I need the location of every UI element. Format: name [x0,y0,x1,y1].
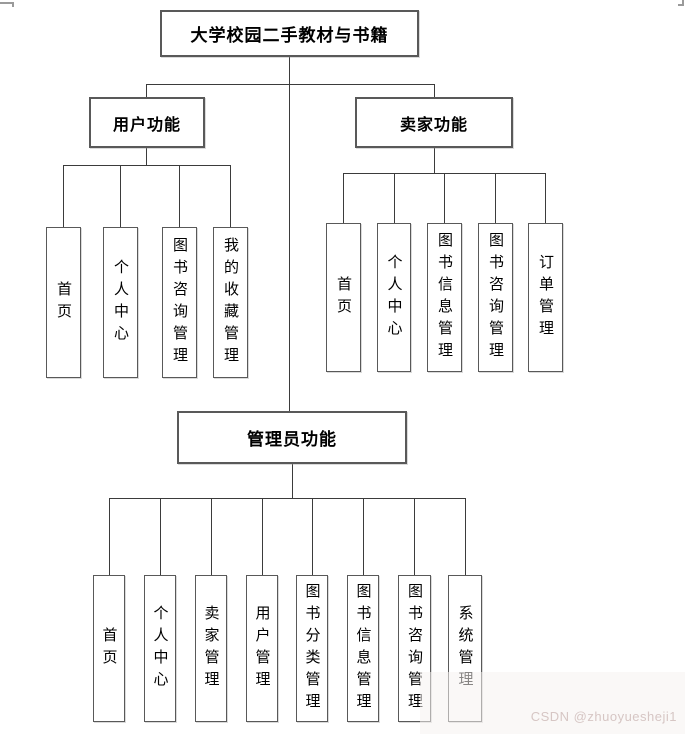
node-admin-functions: 管理员功能 [177,411,407,464]
connector-line [109,498,465,499]
connector-line [465,498,466,575]
connector-line [289,57,290,411]
corner-mark-top-left [0,2,14,4]
user-leaf-personal-center: 个人中心 [103,227,138,378]
csdn-watermark: CSDN @zhuoyuesheji1 [530,709,677,724]
seller-leaf-book-info-mgmt: 图书信息管理 [427,223,462,372]
admin-leaf-system-mgmt-label: 系统管理 [456,604,474,693]
connector-line [312,498,313,575]
admin-leaf-home-label: 首页 [100,626,118,671]
admin-leaf-personal-center-label: 个人中心 [151,604,169,693]
connector-line [146,84,435,85]
admin-leaf-seller-mgmt: 卖家管理 [195,575,227,722]
admin-leaf-book-consult-mgmt: 图书咨询管理 [398,575,431,722]
seller-leaf-home: 首页 [326,223,361,372]
connector-line [545,173,546,223]
connector-line [160,498,161,575]
node-root-label: 大学校园二手教材与书籍 [190,26,389,45]
user-leaf-book-consult-mgmt-label: 图书咨询管理 [171,236,188,369]
connector-line [444,173,445,223]
admin-leaf-user-mgmt: 用户管理 [246,575,278,722]
admin-leaf-system-mgmt: 系统管理 [448,575,482,722]
connector-line [292,464,293,498]
seller-leaf-order-mgmt: 订单管理 [528,223,563,372]
node-admin-functions-label: 管理员功能 [247,430,337,449]
connector-line [230,165,231,227]
admin-leaf-book-info-mgmt-label: 图书信息管理 [354,582,372,715]
connector-line [63,165,64,227]
user-leaf-favorites-mgmt: 我的收藏管理 [213,227,248,378]
connector-line [414,498,415,575]
user-leaf-home: 首页 [46,227,81,378]
node-seller-functions-label: 卖家功能 [399,116,468,134]
node-root: 大学校园二手教材与书籍 [160,10,419,57]
admin-leaf-personal-center: 个人中心 [144,575,176,722]
seller-leaf-personal-center-label: 个人中心 [385,253,403,342]
admin-leaf-book-consult-mgmt-label: 图书咨询管理 [406,582,423,715]
connector-line [343,173,344,223]
admin-leaf-book-category-mgmt: 图书分类管理 [296,575,328,722]
user-leaf-book-consult-mgmt: 图书咨询管理 [162,227,197,378]
connector-line [146,84,147,97]
admin-leaf-home: 首页 [93,575,125,722]
connector-line [120,165,121,227]
connector-line [262,498,263,575]
connector-line [63,165,231,166]
corner-mark-top-left-tick [12,2,14,7]
user-leaf-favorites-mgmt-label: 我的收藏管理 [222,236,239,369]
admin-leaf-book-category-mgmt-label: 图书分类管理 [303,582,321,715]
seller-leaf-order-mgmt-label: 订单管理 [537,253,554,342]
seller-leaf-personal-center: 个人中心 [377,223,411,372]
connector-line [146,148,147,165]
connector-line [179,165,180,227]
connector-line [434,148,435,173]
user-leaf-personal-center-label: 个人中心 [112,258,129,347]
seller-leaf-book-info-mgmt-label: 图书信息管理 [436,231,453,364]
connector-line [434,84,435,97]
connector-line [363,498,364,575]
admin-leaf-book-info-mgmt: 图书信息管理 [347,575,379,722]
seller-leaf-home-label: 首页 [335,275,352,320]
node-user-functions: 用户功能 [89,97,205,148]
user-leaf-home-label: 首页 [55,280,72,325]
corner-mark-top-right-tick [678,4,684,6]
connector-line [495,173,496,223]
node-seller-functions: 卖家功能 [355,97,513,148]
admin-leaf-seller-mgmt-label: 卖家管理 [202,604,220,693]
seller-leaf-book-consult-mgmt-label: 图书咨询管理 [487,231,504,364]
connector-line [109,498,110,575]
corner-mark-top-right [682,0,684,6]
connector-line [394,173,395,223]
node-user-functions-label: 用户功能 [112,116,181,134]
admin-leaf-user-mgmt-label: 用户管理 [253,604,271,693]
connector-line [211,498,212,575]
seller-leaf-book-consult-mgmt: 图书咨询管理 [478,223,513,372]
